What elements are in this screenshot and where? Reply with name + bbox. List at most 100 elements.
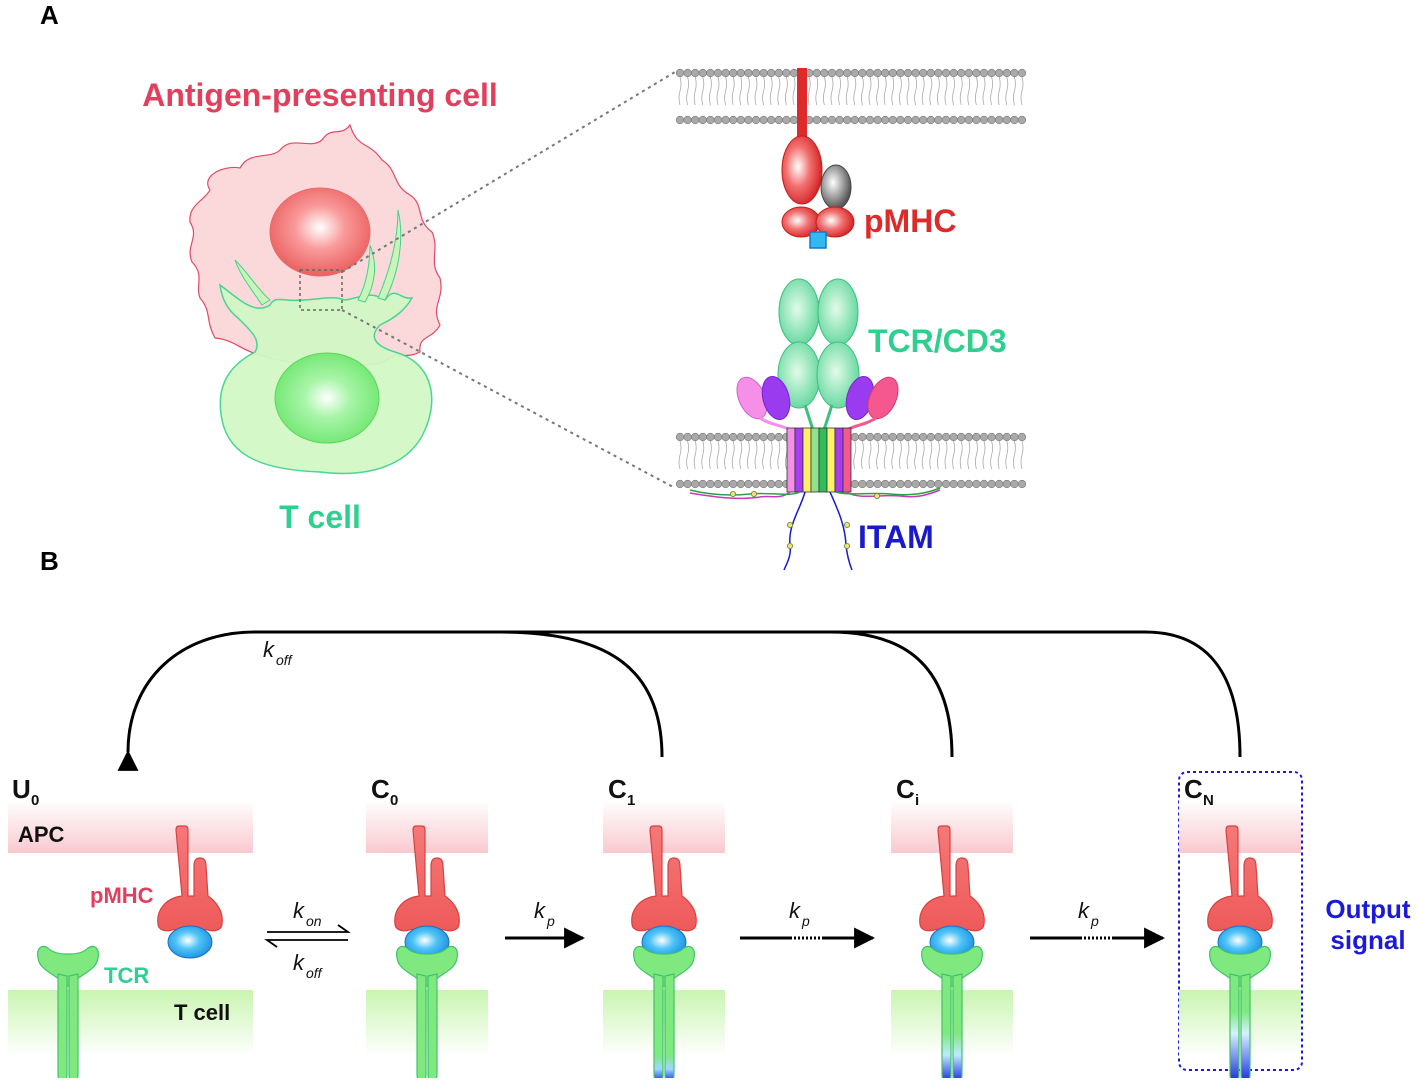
lipid-head <box>919 479 928 489</box>
lipid-tail <box>1020 76 1024 106</box>
lipid-head <box>736 479 745 489</box>
lipid-head <box>911 68 920 78</box>
lipid-head <box>926 115 935 125</box>
tcr-alpha-variable <box>778 278 820 346</box>
tcr-binding-arms <box>396 945 458 987</box>
lipid-head <box>850 432 859 442</box>
output-label-line2: signal <box>1330 925 1405 955</box>
t-cell-protrusion <box>357 244 376 303</box>
lipid-tail <box>709 440 712 470</box>
lipid-head <box>835 115 844 125</box>
lipid-head <box>1002 479 1011 489</box>
itam-tail <box>845 489 941 498</box>
itam-tail-zeta <box>783 491 806 571</box>
koff-reverse-arrow <box>264 939 348 948</box>
lipid-head <box>691 68 700 78</box>
lipid-head <box>934 68 943 78</box>
phosphorylation-arrow-3: k p <box>1030 898 1166 949</box>
lipid-tail <box>937 440 940 470</box>
lipid-tail <box>853 440 857 470</box>
tcr-cd3-label: TCR/CD3 <box>868 323 1007 359</box>
lipid-head <box>751 479 761 489</box>
lipid-head <box>858 479 867 489</box>
lipid-head <box>751 68 761 78</box>
lipid-tail <box>769 440 773 470</box>
t-cell-label: T cell <box>279 499 361 535</box>
lipid-head <box>713 115 723 125</box>
lipid-tail <box>899 76 902 106</box>
lipid-tail <box>785 76 788 106</box>
lipid-tail <box>731 440 735 470</box>
lipid-head <box>691 479 700 489</box>
lipid-tail <box>1020 440 1024 470</box>
lipid-head <box>911 432 920 442</box>
lipid-tail <box>686 76 689 106</box>
lipid-tail <box>815 76 819 106</box>
lipid-head <box>941 68 951 78</box>
binding-equilibrium-arrow: k on k off <box>264 898 351 981</box>
lipid-tail <box>944 76 948 106</box>
lipid-head <box>941 115 951 125</box>
lipid-head <box>729 432 738 442</box>
lipid-tail <box>990 76 993 106</box>
lipid-tail <box>830 76 834 106</box>
lipid-head <box>675 432 685 442</box>
lipid-tail <box>853 76 857 106</box>
lipid-head <box>919 115 928 125</box>
tcr-cd3-complex <box>689 278 941 571</box>
output-state-box <box>1178 771 1303 1071</box>
tcr-binding-arms <box>921 945 983 987</box>
transmembrane-helix <box>802 427 812 493</box>
lipid-head <box>873 479 882 489</box>
lipid-tail <box>678 76 682 106</box>
transmembrane-helix <box>842 427 852 493</box>
lipid-tail <box>754 440 758 470</box>
t-cell-band <box>891 990 1013 1056</box>
lipid-head <box>691 432 700 442</box>
lipid-head <box>698 479 707 489</box>
apc-band <box>8 800 253 853</box>
feedback-arc-c1 <box>499 630 664 758</box>
itam-label: ITAM <box>858 519 934 555</box>
rate-sub-p: p <box>1090 913 1099 929</box>
lipid-tail <box>1005 76 1009 106</box>
lipid-head <box>759 432 768 442</box>
lipid-head <box>979 115 989 125</box>
peptide <box>809 231 827 249</box>
pmhc-transmembrane-stalk <box>797 68 807 146</box>
state-subscript: 0 <box>31 792 39 809</box>
rate-sub-p: p <box>546 913 555 929</box>
lipid-head <box>995 115 1004 125</box>
rate-k: k <box>293 950 305 975</box>
lipid-tail <box>883 440 887 470</box>
rate-k: k <box>263 637 275 662</box>
lipid-head <box>751 432 761 442</box>
lipid-head <box>843 115 852 125</box>
lipid-head <box>721 115 730 125</box>
phosphorylation-arrow-1: k p <box>505 898 586 949</box>
lipid-head <box>789 115 799 125</box>
transmembrane-helix <box>818 427 828 493</box>
lipid-tail <box>777 76 781 106</box>
lipid-head <box>713 479 723 489</box>
t-cell-band <box>1179 990 1301 1056</box>
lipid-head <box>941 432 951 442</box>
state-subscript: 1 <box>627 792 635 809</box>
lipid-head <box>782 115 791 125</box>
state-label: C <box>608 774 627 804</box>
apc-band <box>1179 800 1301 853</box>
lipid-tail <box>906 440 910 470</box>
lipid-head <box>873 68 882 78</box>
lipid-head <box>721 432 730 442</box>
rate-sub-p: p <box>801 913 810 929</box>
rate-sub-off: off <box>276 652 294 668</box>
itam-motif <box>787 543 794 550</box>
lipid-head <box>774 68 783 78</box>
lipid-head <box>812 115 821 125</box>
lipid-tail <box>861 76 864 106</box>
lipid-head <box>675 115 685 125</box>
tcr-binding-arms <box>633 945 695 987</box>
lipid-tail <box>959 76 963 106</box>
lipid-tail <box>982 76 986 106</box>
